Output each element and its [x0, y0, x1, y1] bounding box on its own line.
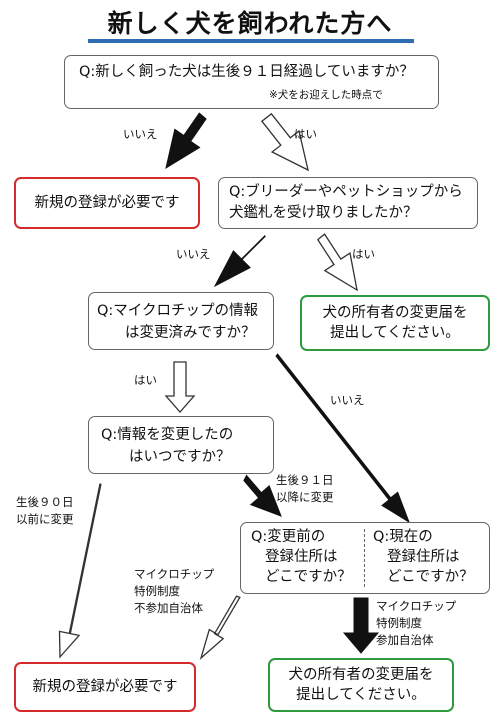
label-non-participating-line2: 特例制度	[134, 584, 180, 598]
arrow-q3-yes	[164, 361, 196, 413]
question-1-note: ※犬をお迎えした時点で	[269, 89, 383, 101]
result-owner-change-lower-line2: 提出してください。	[296, 687, 426, 703]
label-q2-no: いいえ	[176, 247, 211, 261]
question-2-box: Q:ブリーダーやペットショップから 犬鑑札を受け取りましたか？	[218, 177, 478, 229]
arrow-q3-no	[275, 353, 410, 524]
question-5-box: Q:変更前の 登録住所は どこですか？ Q:現在の 登録住所は どこですか？	[240, 522, 490, 594]
label-before-90-line2: 以前に変更	[16, 512, 74, 526]
question-1-text: Q:新しく飼った犬は生後９１日経過していますか？	[79, 64, 414, 80]
label-non-participating-line3: 不参加自治体	[134, 601, 203, 615]
result-owner-change-lower: 犬の所有者の変更届を 提出してください。	[268, 658, 454, 712]
question-4-line2: はいつですか？	[129, 449, 231, 465]
question-4-line1: Q:情報を変更したの	[101, 427, 234, 443]
arrow-q1-yes	[260, 112, 309, 172]
result-owner-change-upper: 犬の所有者の変更届を 提出してください。	[300, 295, 490, 351]
label-q1-yes: はい	[294, 127, 317, 141]
result-new-registration-top: 新規の登録が必要です	[14, 177, 200, 229]
result-owner-change-line2: 提出してください。	[330, 325, 460, 341]
question-5-left-line1: Q:変更前の	[251, 529, 326, 545]
label-after-91-days: 生後９１日 以降に変更	[276, 472, 334, 506]
question-3-line1: Q:マイクロチップの情報	[97, 303, 259, 319]
question-3-box: Q:マイクロチップの情報 は変更済みですか？	[88, 292, 274, 350]
question-5-left-line3: どこですか？	[265, 569, 352, 585]
label-after-91-line2: 以降に変更	[276, 490, 334, 504]
arrow-q4-after91	[243, 474, 282, 517]
label-after-91-line1: 生後９１日	[276, 473, 334, 487]
label-q2-yes: はい	[352, 247, 375, 261]
question-3-line2: は変更済みですか？	[125, 325, 256, 341]
result-owner-change-line1: 犬の所有者の変更届を	[322, 305, 468, 321]
question-2-line2: 犬鑑札を受け取りましたか？	[229, 205, 418, 221]
question-2-line1: Q:ブリーダーやペットショップから	[229, 184, 463, 200]
arrow-q4-before90	[58, 483, 102, 659]
arrow-q2-yes	[316, 233, 358, 292]
question-5-left-line2: 登録住所は	[265, 549, 338, 565]
label-q3-no: いいえ	[330, 393, 365, 407]
title-underline	[88, 39, 414, 43]
label-before-90-line1: 生後９０日	[16, 495, 74, 509]
label-non-participating: マイクロチップ 特例制度 不参加自治体	[134, 566, 214, 617]
arrow-q5-nonpart	[199, 595, 241, 660]
label-before-90-days: 生後９０日 以前に変更	[16, 494, 74, 528]
question-1-box: Q:新しく飼った犬は生後９１日経過していますか？ ※犬をお迎えした時点で	[64, 55, 439, 109]
label-q3-yes: はい	[134, 373, 157, 387]
arrow-q5-part	[342, 597, 380, 654]
result-owner-change-lower-line1: 犬の所有者の変更届を	[288, 667, 434, 683]
page-title: 新しく犬を飼われた方へ	[107, 9, 393, 38]
arrow-q2-no	[213, 235, 266, 288]
question-5-right-line1: Q:現在の	[373, 529, 433, 545]
question-5-right-line3: どこですか？	[387, 569, 474, 585]
label-participating-line1: マイクロチップ	[376, 599, 457, 613]
label-q1-no: いいえ	[123, 127, 158, 141]
arrow-q1-no	[165, 112, 207, 170]
question-4-box: Q:情報を変更したの はいつですか？	[88, 416, 274, 474]
question-5-divider	[364, 529, 365, 587]
label-participating: マイクロチップ 特例制度 参加自治体	[376, 598, 456, 649]
result-new-registration-bottom: 新規の登録が必要です	[14, 662, 196, 712]
question-5-right-line2: 登録住所は	[387, 549, 460, 565]
label-participating-line3: 参加自治体	[376, 633, 434, 647]
question-5-right: Q:現在の 登録住所は どこですか？	[373, 527, 474, 587]
question-5-left: Q:変更前の 登録住所は どこですか？	[251, 527, 352, 587]
result-new-registration-text: 新規の登録が必要です	[34, 195, 180, 211]
label-non-participating-line1: マイクロチップ	[134, 567, 215, 581]
label-participating-line2: 特例制度	[376, 616, 422, 630]
result-new-registration-bottom-text: 新規の登録が必要です	[32, 679, 178, 695]
